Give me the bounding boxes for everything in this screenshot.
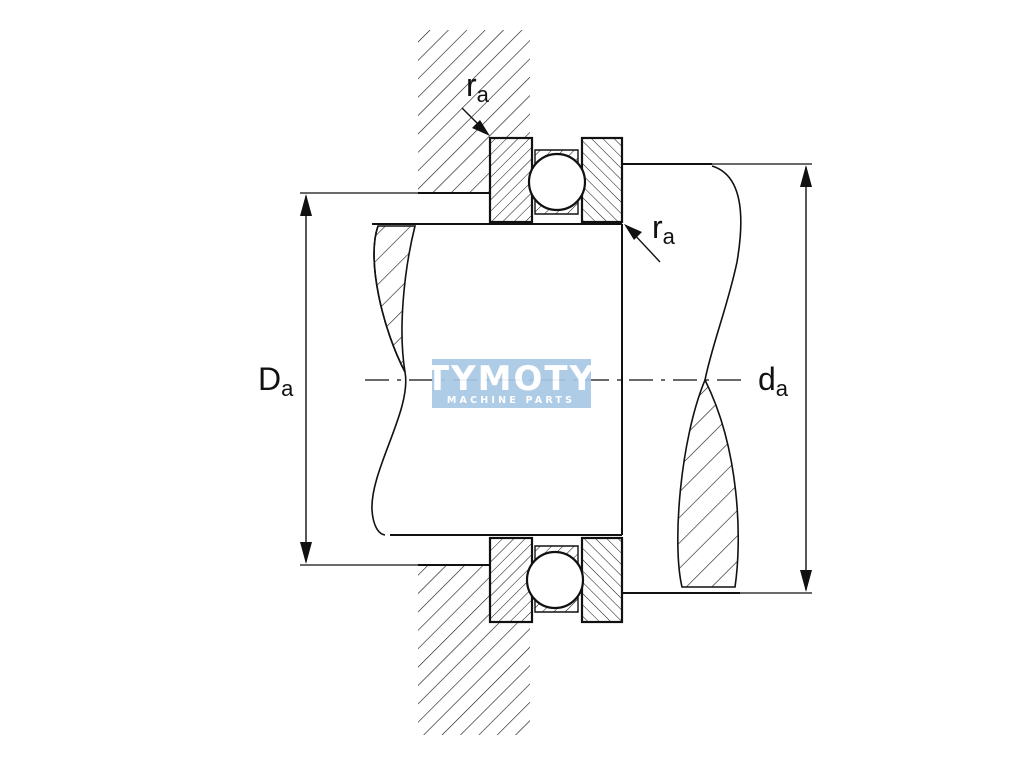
ball-bottom — [525, 550, 585, 610]
arrowhead-da-top — [800, 165, 812, 187]
shaft-left-break — [371, 225, 407, 536]
housing-washer-bottom — [488, 536, 534, 624]
arrowhead-ra-middle — [624, 224, 642, 240]
dimension-da: da — [712, 163, 812, 594]
watermark-title: TYMOTY — [426, 359, 596, 399]
watermark-logo: TYMOTY MACHINE PARTS — [426, 359, 596, 408]
bearing-bottom — [488, 536, 624, 624]
shaft-washer-bottom — [580, 536, 624, 624]
label-ra-middle: ra — [652, 209, 676, 249]
watermark-subtitle: MACHINE PARTS — [447, 395, 575, 406]
shaft-right — [622, 163, 742, 594]
ball-top — [527, 152, 587, 212]
housing-upper-section — [418, 30, 530, 193]
shaft-right-break — [704, 165, 742, 381]
arrowhead-ra-top — [472, 120, 490, 136]
housing-lower-section — [418, 565, 530, 735]
radius-ra-top: ra — [461, 67, 490, 136]
arrowhead-Da-top — [300, 194, 312, 216]
label-Da: Da — [258, 361, 294, 401]
label-da: da — [758, 361, 789, 401]
label-ra-top: ra — [466, 67, 490, 107]
shaft-washer-top — [580, 136, 624, 224]
shaft-left — [371, 223, 623, 536]
arrowhead-Da-bottom — [300, 542, 312, 564]
arrowhead-da-bottom — [800, 570, 812, 592]
housing-washer-top — [488, 136, 534, 224]
shaft-right-hatch — [677, 378, 740, 588]
watermark-background — [432, 359, 591, 408]
dimension-Da: Da — [258, 192, 418, 566]
bearing-top — [488, 136, 624, 224]
radius-ra-middle: ra — [624, 209, 676, 263]
